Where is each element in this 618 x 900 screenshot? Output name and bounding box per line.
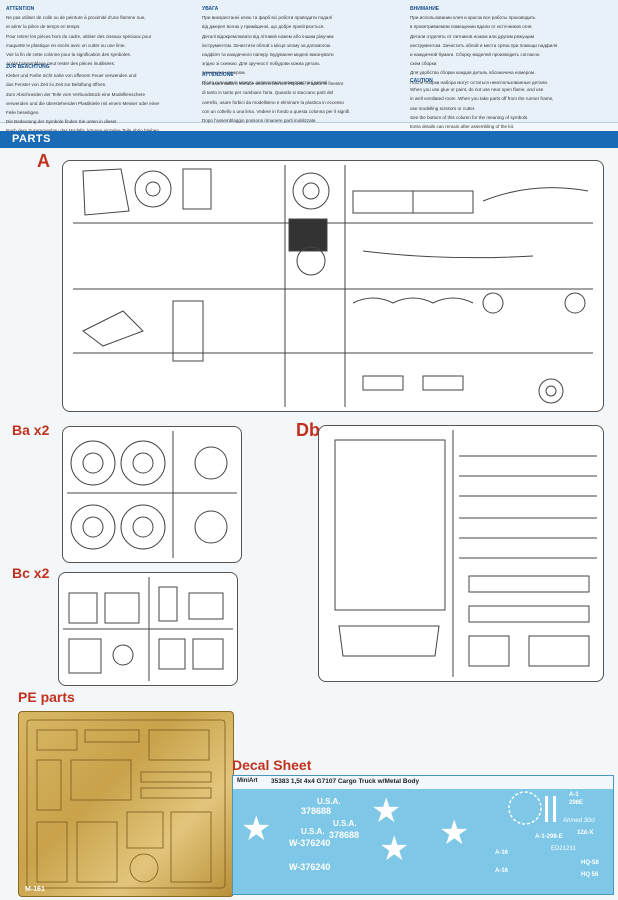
decal-number-4: W-376240 xyxy=(289,862,331,872)
sprue-bc xyxy=(58,572,238,686)
instructions-ua: УВАГА При використанні клею та фарб всі … xyxy=(202,6,402,89)
text-ru-2: Детали отделять от литников ножом или др… xyxy=(410,33,535,39)
heading-ua: УВАГА xyxy=(202,6,219,12)
decal-usa-3: U.S.A. xyxy=(333,819,357,828)
decal-code-7: HQ 56 xyxy=(581,872,599,878)
instructions-it: ATTENZIONE Non usare colla o vernice vic… xyxy=(202,72,402,127)
decal-title: Decal Sheet xyxy=(232,757,312,773)
decal-code-3: A-1-298-E xyxy=(535,834,563,840)
text-ua-0: При використанні клею та фарб всі роботи… xyxy=(202,15,333,21)
sprue-label-bc: Bc x2 xyxy=(12,565,50,581)
text-ru-1: в проветриваемом помещении вдали от исто… xyxy=(410,24,533,30)
text-it-0: Non usare colla o vernice vicino a fiamm… xyxy=(202,81,344,87)
text-ua-6: позначена номером. xyxy=(202,70,246,76)
decal-star-4: ★ xyxy=(439,814,470,852)
text-fr-5: Après l'assemblage peut rester des pièce… xyxy=(6,61,116,67)
instructions-fr: ATTENTION Ne pas utiliser de colle ou de… xyxy=(6,6,196,70)
decal-code-6: HQ-58 xyxy=(581,860,599,866)
sprue-db xyxy=(318,425,604,682)
text-fr-4: Voir la fin de cette colonne pour la sig… xyxy=(6,52,132,58)
text-en-4: Extra details can remain after assemblin… xyxy=(410,124,515,130)
text-ru-5: схем сборки. xyxy=(410,61,438,67)
text-ru-0: При использовании клея и красок все рабо… xyxy=(410,15,536,21)
decal-code-9: A-16 xyxy=(495,850,509,856)
pe-code: M-161 xyxy=(25,886,45,893)
decal-code-10: A-16 xyxy=(495,868,509,874)
decal-star-3: ★ xyxy=(379,830,410,868)
heading-fr: ATTENTION xyxy=(6,6,35,12)
decal-header-strip: MiniArt 35383 1,5t 4x4 G7107 Cargo Truck… xyxy=(233,776,613,789)
decal-code-2: 298E xyxy=(569,800,584,806)
text-de-5: Die Bedeutung der Symbole finden Sie unt… xyxy=(6,119,117,125)
sprue-a-drawing xyxy=(73,165,593,407)
text-ru-7: После сборки набора могут остаться неисп… xyxy=(410,79,549,85)
sprue-ba xyxy=(62,426,242,563)
decal-number-3: 378688 xyxy=(329,830,360,840)
decal-circle-marking xyxy=(508,791,556,825)
text-en-2: use modelling scissors or cutter. xyxy=(410,105,476,111)
text-de-2: Zum Abschneiden der Teile vom Verbundstü… xyxy=(6,91,146,97)
text-it-1: di tanto in tanto per cambiare l'aria. Q… xyxy=(202,90,334,96)
sprue-db-drawing xyxy=(334,430,597,677)
decal-star-2: ★ xyxy=(371,792,402,830)
heading-de: ZUR BEACHTUNG xyxy=(6,64,50,70)
text-fr-3: maquette le plastique en excès avec un c… xyxy=(6,42,126,48)
sprue-label-ba: Ba x2 xyxy=(12,422,50,438)
text-ua-3: інструментом. Зачистити облой з місця зл… xyxy=(202,42,331,48)
decal-sheet: MiniArt 35383 1,5t 4x4 G7107 Cargo Truck… xyxy=(232,775,614,895)
decal-code-8: Ahmed 30cl xyxy=(563,818,595,824)
safety-instructions: ATTENTION Ne pas utiliser de colle ou de… xyxy=(0,0,618,133)
heading-en: CAUTION xyxy=(410,78,433,84)
text-fr-1: et aérer la pièce de temps en temps. xyxy=(6,24,81,30)
text-en-3: See the bottom of this column for the me… xyxy=(410,114,529,120)
text-fr-0: Ne pas utiliser de colle ou de peinture … xyxy=(6,15,146,21)
instructions-de: ZUR BEACHTUNG Kleber und Farbe nicht nah… xyxy=(6,64,196,138)
text-de-1: das Fenster von Zeit zu Zeit zur Belüftu… xyxy=(6,82,107,88)
instructions-en: CAUTION When you use glue or paint, do n… xyxy=(410,78,610,133)
text-en-0: When you use glue or paint, do not use n… xyxy=(410,87,544,93)
decal-code-5: ED21231 xyxy=(551,846,577,852)
sprue-bc-drawing xyxy=(63,577,233,681)
text-de-3: verwenden und die überstehenden Plastikt… xyxy=(6,100,160,106)
sprue-ba-drawing xyxy=(67,431,237,558)
text-ru-3: инструментом. Зачистить облой и места ср… xyxy=(410,42,558,48)
decal-star-1: ★ xyxy=(241,810,272,848)
heading-it: ATTENZIONE xyxy=(202,72,234,78)
text-ua-1: від джерел вогню у приміщенні, що добре … xyxy=(202,24,325,30)
text-ru-4: и наждачной бумаги. Сборку моделей произ… xyxy=(410,52,540,58)
text-ua-2: Деталі відокремлювати від літників ножем… xyxy=(202,33,334,39)
decal-number-1: 378688 xyxy=(301,806,332,816)
decal-code-1: A-1 xyxy=(569,792,579,798)
sprue-label-db: Db xyxy=(296,420,320,440)
sprue-label-a: A xyxy=(37,151,50,171)
instructions-ru: ВНИМАНИЕ При использовании клея и красок… xyxy=(410,6,610,89)
parts-title: PARTS xyxy=(12,133,51,145)
text-ua-7: Після складання можуть залишатися невико… xyxy=(202,79,329,85)
text-it-3: con un coltello o una lima. Vedere in fo… xyxy=(202,108,351,114)
parts-section-header: PARTS xyxy=(0,131,618,148)
decal-number-2: W-376240 xyxy=(289,838,331,848)
heading-ru: ВНИМАНИЕ xyxy=(410,6,440,12)
text-de-4: Feile beseitigen. xyxy=(6,110,40,116)
text-ua-5: згідно зі схемою. Для зручності побудови… xyxy=(202,61,320,67)
text-it-2: carrello, usare forbici da modellismo e … xyxy=(202,99,344,105)
decal-brand: MiniArt xyxy=(237,778,258,784)
text-ua-4: надфіля та наждачного паперу. Будування … xyxy=(202,52,334,58)
sprue-a xyxy=(62,160,604,412)
pe-title: PE parts xyxy=(18,689,75,705)
decal-code-4: 12∆-X xyxy=(577,830,594,836)
text-it-4: Dopo l'assemblaggio possono rimanere par… xyxy=(202,118,317,124)
pe-fret: M-161 xyxy=(18,711,234,897)
text-ru-6: Для удобства сборки каждая деталь обозна… xyxy=(410,70,536,76)
text-de-0: Kleber und Farbe nicht nahe von offenem … xyxy=(6,73,137,79)
decal-usa-1: U.S.A. xyxy=(317,797,341,806)
pe-fret-drawing xyxy=(26,719,226,889)
decal-header: 35383 1,5t 4x4 G7107 Cargo Truck w/Metal… xyxy=(271,778,420,785)
decal-usa-2: U.S.A. xyxy=(301,827,325,836)
text-fr-2: Pour retirer les pièces hors du cadre, u… xyxy=(6,33,152,39)
text-de-6: Nach dem Zusammenbau des Modells, können… xyxy=(6,128,196,134)
text-en-1: in well ventilated room. When you take p… xyxy=(410,96,554,102)
